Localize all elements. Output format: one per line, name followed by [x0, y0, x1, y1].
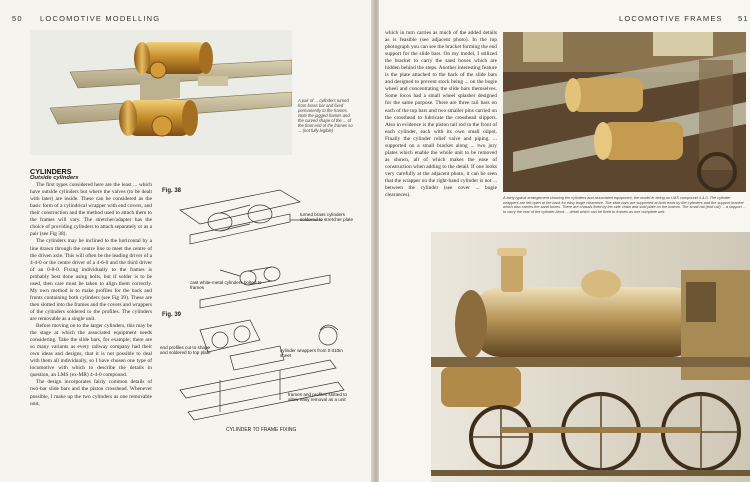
fig39-note-frames: frames and profiles slotted to allow eas… — [288, 392, 347, 403]
fig39-note-profiles: end profiles cut to shape and soldered t… — [160, 345, 211, 356]
paragraph: which in turn carries as much of the add… — [385, 30, 497, 199]
cylinders-photo-image — [49, 42, 292, 137]
running-head: LOCOMOTIVE FRAMES — [619, 14, 723, 23]
left-page-header: 50 LOCOMOTIVE MODELLING — [12, 14, 160, 23]
figure-drawing — [179, 189, 345, 421]
right-body-column: which in turn carries as much of the add… — [385, 30, 497, 199]
paragraph: The cylinders may be inclined to the hor… — [30, 238, 152, 322]
top-photo-caption: A fairly typical arrangement showing the… — [503, 196, 746, 214]
subheading: Outside cylinders — [30, 175, 79, 182]
locomotive-image — [431, 232, 750, 482]
section-heading: CYLINDERS — [30, 167, 72, 176]
running-head: LOCOMOTIVE MODELLING — [40, 14, 161, 23]
cylinder-assembly-photo — [503, 32, 746, 192]
cylinders-photo — [30, 30, 292, 155]
cylinder-assembly-image — [503, 32, 746, 192]
book-gutter — [371, 0, 381, 482]
right-page-header: LOCOMOTIVE FRAMES 51 — [619, 14, 749, 23]
fig38-note: turned brass cylinders soldered to stret… — [300, 212, 354, 223]
right-page: LOCOMOTIVE FRAMES 51 which in turn carri… — [379, 0, 750, 482]
figure-area: Fig. 38 — [160, 180, 360, 470]
paragraph: Before moving on to the larger cylinders… — [30, 323, 152, 379]
left-page: 50 LOCOMOTIVE MODELLING — [0, 0, 373, 482]
body-column: CYLINDERS Outside cylinders The first ty… — [30, 168, 152, 408]
fig39-label: Fig. 39 — [162, 312, 182, 318]
figure-caption: CYLINDER TO FRAME FIXING — [226, 427, 297, 433]
locomotive-photo — [431, 232, 750, 482]
fig39-note-wrappers: cylinder wrappers from 0.010in sheet — [280, 348, 343, 359]
page-number: 51 — [738, 14, 749, 23]
page-number: 50 — [12, 14, 23, 23]
paragraph: The design incorporates fairly common de… — [30, 379, 152, 407]
photo-caption: A pair of ... cylinders turned from bras… — [298, 98, 353, 133]
fig39-note-cast: cast white-metal cylinders bolted to fra… — [190, 280, 262, 291]
paragraph: The first types considered here are the … — [30, 182, 152, 238]
fig38-label: Fig. 38 — [162, 188, 182, 194]
